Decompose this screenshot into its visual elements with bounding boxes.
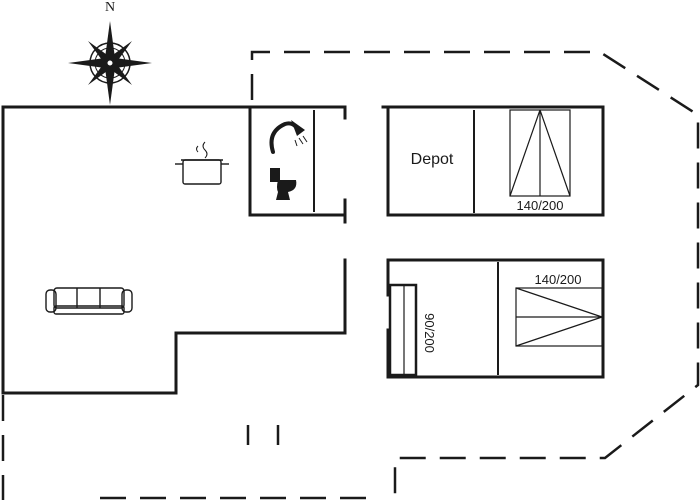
bed-size-label-top: 140/200 bbox=[517, 198, 564, 213]
single-bed bbox=[388, 283, 418, 377]
bedroom-bottom-walls bbox=[386, 258, 605, 379]
bathroom-walls bbox=[248, 105, 347, 217]
depot-bedroom-top-walls bbox=[381, 105, 605, 217]
cooking-pot-icon bbox=[175, 141, 229, 185]
toilet-icon bbox=[270, 168, 297, 200]
compass-north-label: N bbox=[105, 0, 115, 15]
depot-label: Depot bbox=[411, 151, 454, 168]
double-bed-top bbox=[509, 109, 571, 197]
bed-size-label-bottom: 140/200 bbox=[535, 272, 582, 287]
living-area-walls bbox=[1, 105, 347, 395]
single-bed-size-label: 90/200 bbox=[422, 313, 437, 353]
shower-icon bbox=[269, 120, 308, 154]
sofa-icon bbox=[45, 287, 133, 315]
terrace-outline bbox=[1, 50, 700, 500]
double-bed-bottom bbox=[515, 287, 603, 347]
compass-rose-icon bbox=[68, 21, 152, 105]
